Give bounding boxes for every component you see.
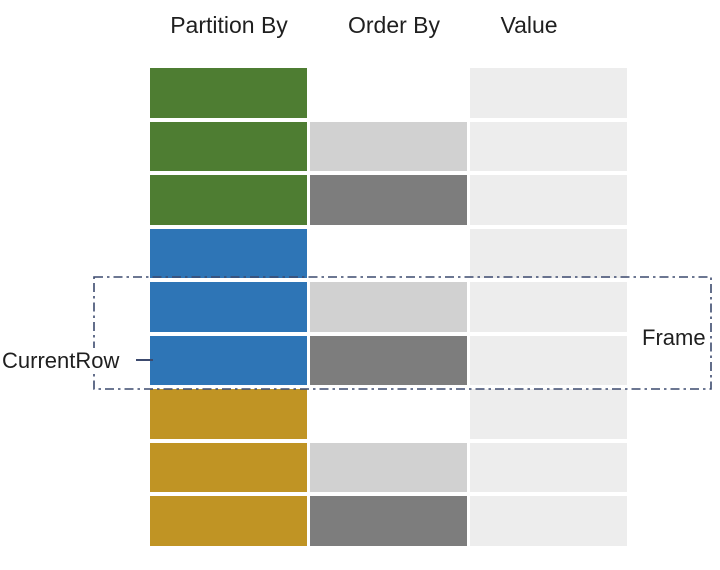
partition-cell-row-5 [150,282,307,332]
partition-cell-row-7 [150,389,307,439]
partition-cell-row-2 [150,121,307,171]
value-cell-row-3 [470,175,627,225]
value-cell-row-9 [470,496,627,546]
value-cell-row-4 [470,228,627,278]
order-cell-row-7 [310,389,467,439]
current-row-connector-line [136,359,153,361]
value-cell-row-6 [470,335,627,385]
order-cell-row-3 [310,175,467,225]
partition-cell-row-3 [150,175,307,225]
partition-cell-row-1 [150,68,307,118]
order-cell-row-9 [310,496,467,546]
order-cell-row-8 [310,442,467,492]
value-cell-row-8 [470,442,627,492]
value-cell-row-5 [470,282,627,332]
rows-grid [150,68,627,546]
frame-outline [93,276,712,390]
partition-cell-row-8 [150,442,307,492]
frame-label: Frame [642,325,706,350]
frame-dash-rect [93,276,712,390]
order-cell-row-2 [310,121,467,171]
value-cell-row-7 [470,389,627,439]
partition-cell-row-4 [150,228,307,278]
column-header-value: Value [500,12,558,38]
column-header-partition-by: Partition By [170,12,288,38]
partition-cell-row-9 [150,496,307,546]
value-cell-row-1 [470,68,627,118]
order-cell-row-5 [310,282,467,332]
current-row-label: CurrentRow [2,348,123,374]
order-cell-row-1 [310,68,467,118]
partition-cell-row-6 [150,335,307,385]
column-header-order-by: Order By [347,12,441,38]
order-cell-row-6 [310,335,467,385]
order-cell-row-4 [310,229,467,279]
value-cell-row-2 [470,121,627,171]
